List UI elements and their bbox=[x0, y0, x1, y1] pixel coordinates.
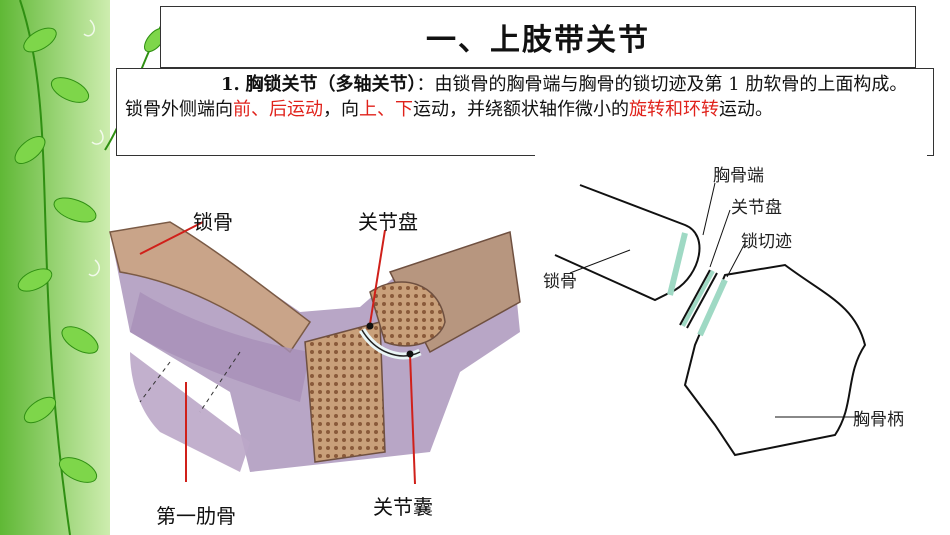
label-first-rib: 第一肋骨 bbox=[156, 504, 236, 528]
desc-text-2: ，向 bbox=[323, 99, 359, 120]
label-joint-capsule: 关节囊 bbox=[373, 495, 433, 519]
description-paragraph: 1. 胸锁关节（多轴关节）：由锁骨的胸骨端与胸骨的锁切迹及第 1 肋软骨的上面构… bbox=[125, 72, 925, 122]
label-clavicle-2: 锁骨 bbox=[543, 272, 577, 292]
movement-rotation: 旋转和环转 bbox=[629, 99, 719, 120]
label-articular-disc-2: 关节盘 bbox=[731, 198, 782, 218]
desc-text-4: 运动。 bbox=[719, 99, 773, 120]
sternoclavicular-diagram: 胸骨端 关节盘 锁切迹 锁骨 胸骨柄 bbox=[535, 155, 927, 470]
joint-line-drawing bbox=[554, 182, 867, 457]
joint-term: 胸锁关节（多轴关节） bbox=[245, 74, 417, 95]
title-box: 一、上肢带关节 bbox=[160, 6, 916, 68]
label-manubrium: 胸骨柄 bbox=[853, 410, 904, 430]
label-sternal-end: 胸骨端 bbox=[713, 166, 764, 186]
desc-text-3: 运动，并绕额状轴作微小的 bbox=[413, 99, 629, 120]
item-number: 1. bbox=[221, 74, 240, 95]
description-box: 1. 胸锁关节（多轴关节）：由锁骨的胸骨端与胸骨的锁切迹及第 1 肋软骨的上面构… bbox=[116, 68, 934, 156]
label-articular-disc: 关节盘 bbox=[358, 210, 418, 234]
sternoclavicular-section-figure: 锁骨 关节盘 第一肋骨 关节囊 bbox=[100, 210, 530, 528]
joint-section-illustration bbox=[109, 221, 521, 485]
label-clavicle: 锁骨 bbox=[193, 210, 233, 234]
movement-ant-post: 前、后运动 bbox=[233, 99, 323, 120]
decorative-leaf-border bbox=[0, 0, 110, 535]
slide-title: 一、上肢带关节 bbox=[426, 23, 650, 58]
label-clavicular-notch: 锁切迹 bbox=[741, 232, 792, 252]
movement-sup-inf: 上、下 bbox=[359, 99, 413, 120]
desc-text-1: ：由锁骨的胸骨端与胸骨的锁切迹及第 1 肋软骨的上面构成。锁骨外侧端向 bbox=[125, 74, 908, 120]
